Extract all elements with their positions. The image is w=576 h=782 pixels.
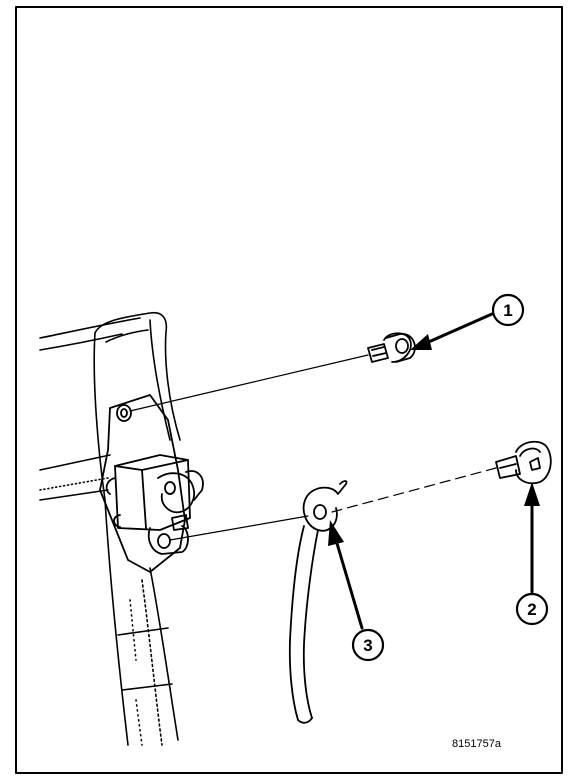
callout-1-leader	[422, 312, 494, 346]
callout-3: 3	[328, 520, 385, 662]
callout-2-number: 2	[527, 600, 536, 619]
latch-mounting-plate	[99, 394, 186, 573]
callout-3-leader	[334, 538, 364, 630]
lower-mounting-hole	[157, 533, 171, 549]
callout-2-arrowhead	[524, 482, 540, 506]
callout-1-number: 1	[503, 301, 512, 320]
latch-bolt	[367, 332, 416, 363]
callout-2-circle	[515, 592, 549, 626]
door-panel	[39, 311, 181, 746]
alignment-line-lower-dashed	[331, 467, 497, 513]
callout-3-arrowhead	[328, 520, 344, 546]
striker-shoulder-bolt	[495, 440, 552, 485]
latch-mechanism	[105, 454, 204, 555]
ground-strap	[288, 480, 348, 724]
ground-strap-eyelet	[313, 504, 327, 520]
alignment-line-lower	[169, 515, 309, 541]
alignment-line-upper	[129, 354, 369, 412]
diagram-border	[15, 6, 563, 774]
alignment-lines	[129, 354, 497, 541]
callout-1-circle	[491, 293, 525, 327]
callout-1: 1	[410, 293, 525, 350]
upper-mounting-hole	[116, 404, 132, 422]
callout-2: 2	[515, 482, 549, 626]
callout-1-arrowhead	[410, 334, 432, 350]
callout-3-number: 3	[363, 636, 372, 655]
figure-id-label: 8151757a	[452, 738, 502, 750]
callout-3-circle	[351, 628, 385, 662]
